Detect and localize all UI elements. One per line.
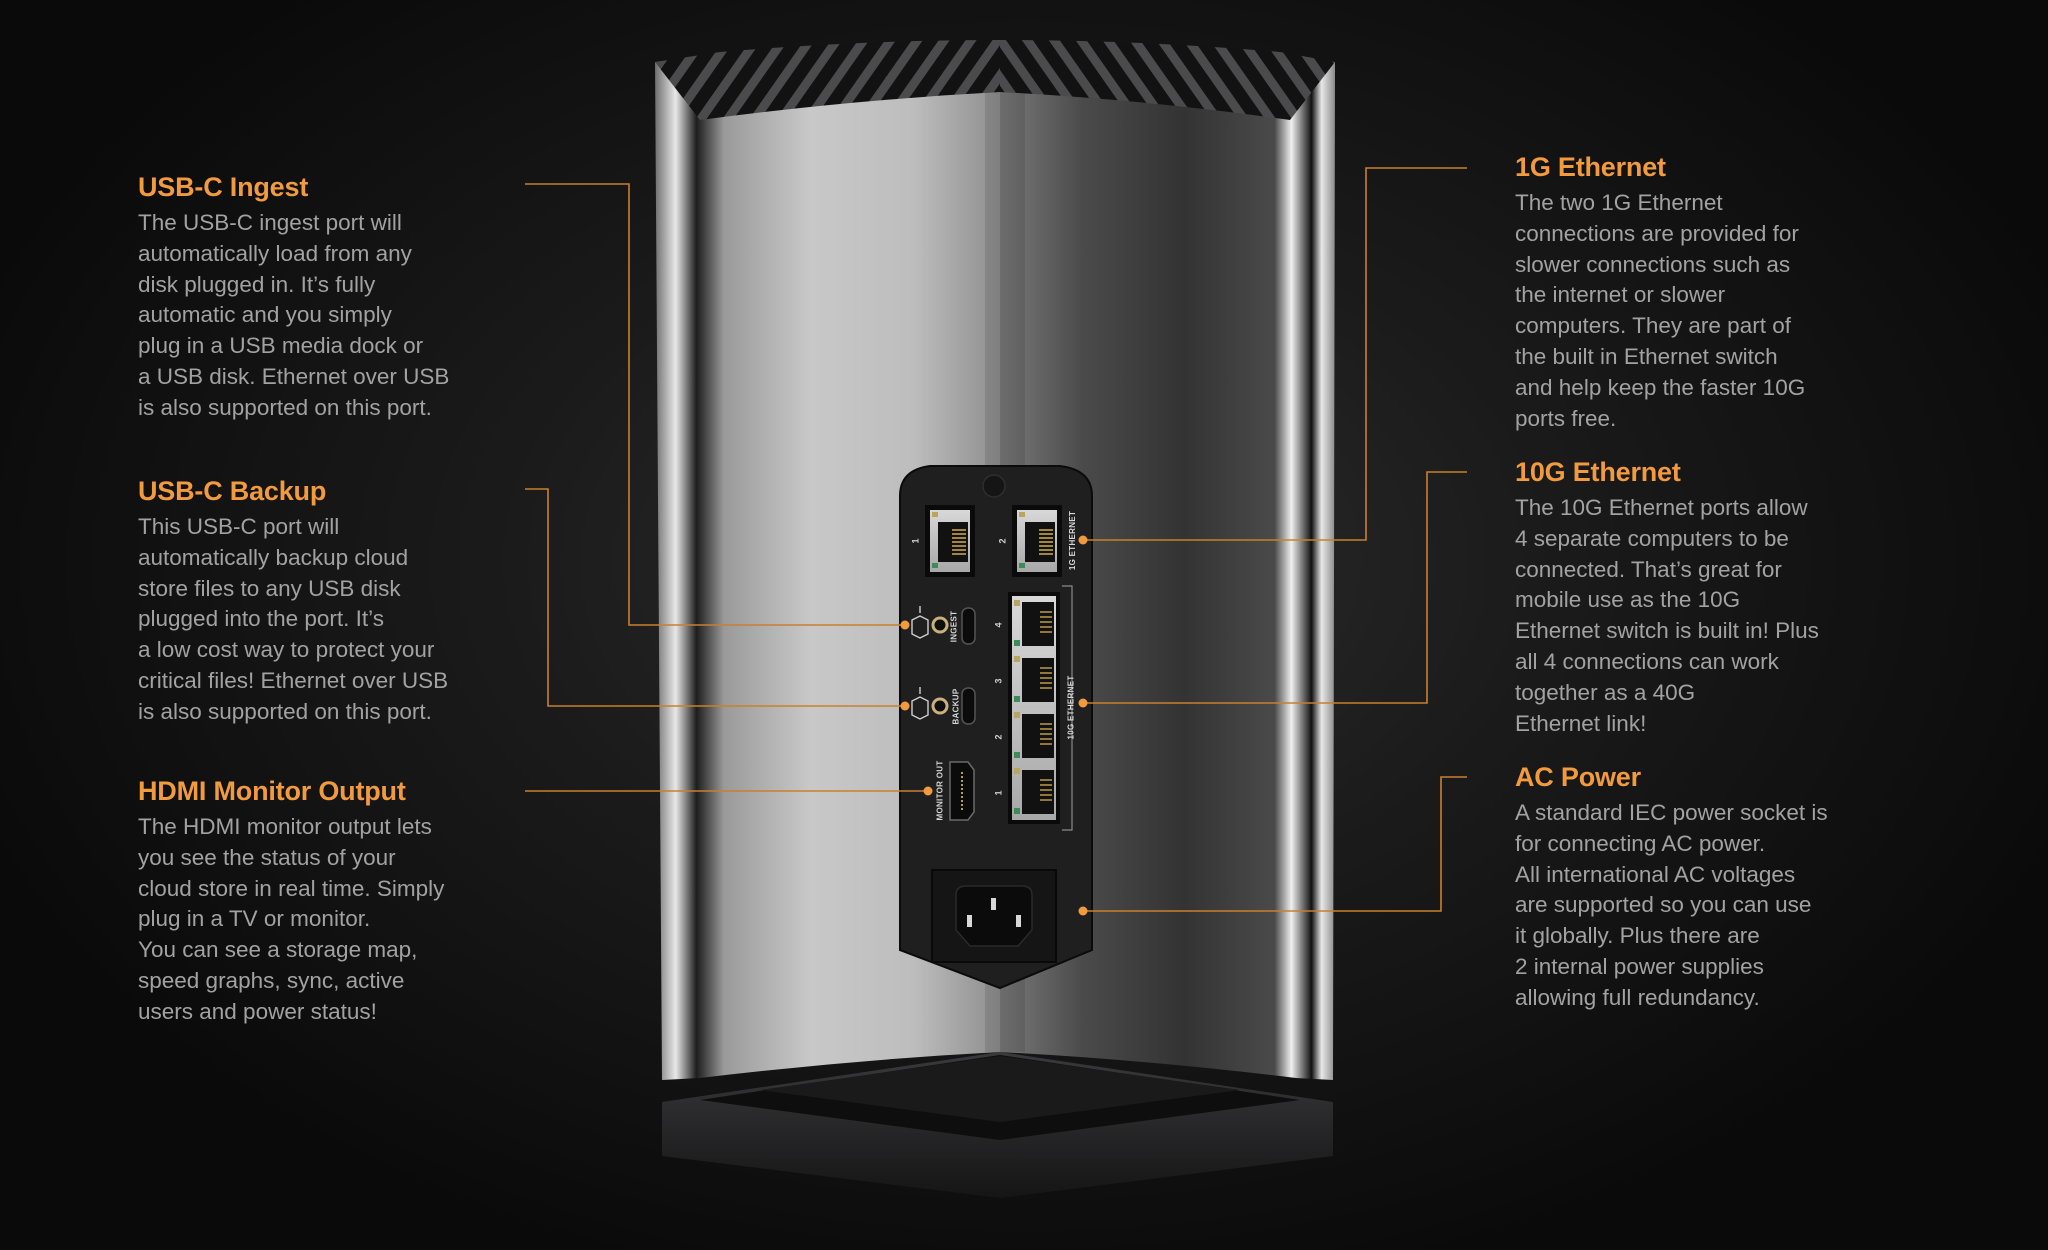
callout-1g-ethernet: 1G Ethernet The two 1G Ethernet connecti… <box>1515 150 1875 434</box>
callout-usb-c-backup: USB-C Backup This USB-C port will automa… <box>138 474 498 728</box>
leader-lines <box>525 167 1467 912</box>
callout-body: This USB-C port will automatically backu… <box>138 514 449 724</box>
ethernet-10g-ports <box>1008 585 1073 831</box>
leader-ac <box>1083 776 1467 912</box>
usb-c-backup-port <box>911 687 976 725</box>
label-1g-ethernet: 1G ETHERNET <box>1068 510 1078 571</box>
label-backup: BACKUP <box>951 688 961 725</box>
disk-upload-icon <box>911 696 929 720</box>
label-ingest: INGEST <box>949 610 959 643</box>
leader-backup <box>525 488 905 707</box>
port-panel <box>899 465 1093 990</box>
callout-title: AC Power <box>1515 762 1641 792</box>
leader-10g <box>1083 471 1467 704</box>
callout-body: A standard IEC power socket is for conne… <box>1515 800 1828 1010</box>
label-monitor-out: MONITOR OUT <box>935 760 945 821</box>
leader-ingest <box>525 183 905 626</box>
callout-usb-c-ingest: USB-C Ingest The USB-C ingest port will … <box>138 170 498 424</box>
iec-power-socket <box>931 869 1057 963</box>
port-number: 2 <box>997 538 1008 544</box>
label-10g-ethernet: 10G ETHERNET <box>1066 675 1076 740</box>
leader-1g <box>1083 167 1467 541</box>
callout-title: USB-C Ingest <box>138 172 309 202</box>
port-number: 2 <box>993 734 1004 740</box>
callout-hdmi-monitor-output: HDMI Monitor Output The HDMI monitor out… <box>138 774 498 1028</box>
port-number: 3 <box>993 678 1004 684</box>
disk-download-icon <box>911 615 929 639</box>
port-number: 1 <box>993 790 1004 796</box>
callout-title: 1G Ethernet <box>1515 152 1666 182</box>
callout-ac-power: AC Power A standard IEC power socket is … <box>1515 760 1875 1014</box>
port-number: 4 <box>993 622 1004 628</box>
port-number: 1 <box>910 538 921 544</box>
callout-title: HDMI Monitor Output <box>138 776 406 806</box>
leader-dots <box>900 535 1088 916</box>
usb-c-ingest-port <box>911 606 976 645</box>
callout-body: The two 1G Ethernet connections are prov… <box>1515 190 1806 431</box>
hdmi-port <box>949 761 975 821</box>
callout-title: USB-C Backup <box>138 476 327 506</box>
callout-body: The 10G Ethernet ports allow 4 separate … <box>1515 495 1819 736</box>
callout-10g-ethernet: 10G Ethernet The 10G Ethernet ports allo… <box>1515 455 1875 739</box>
callout-body: The HDMI monitor output lets you see the… <box>138 814 445 1024</box>
ethernet-1g-port-1 <box>925 505 975 577</box>
callout-title: 10G Ethernet <box>1515 457 1681 487</box>
callout-body: The USB-C ingest port will automatically… <box>138 210 450 420</box>
ethernet-1g-port-2 <box>1012 505 1062 577</box>
